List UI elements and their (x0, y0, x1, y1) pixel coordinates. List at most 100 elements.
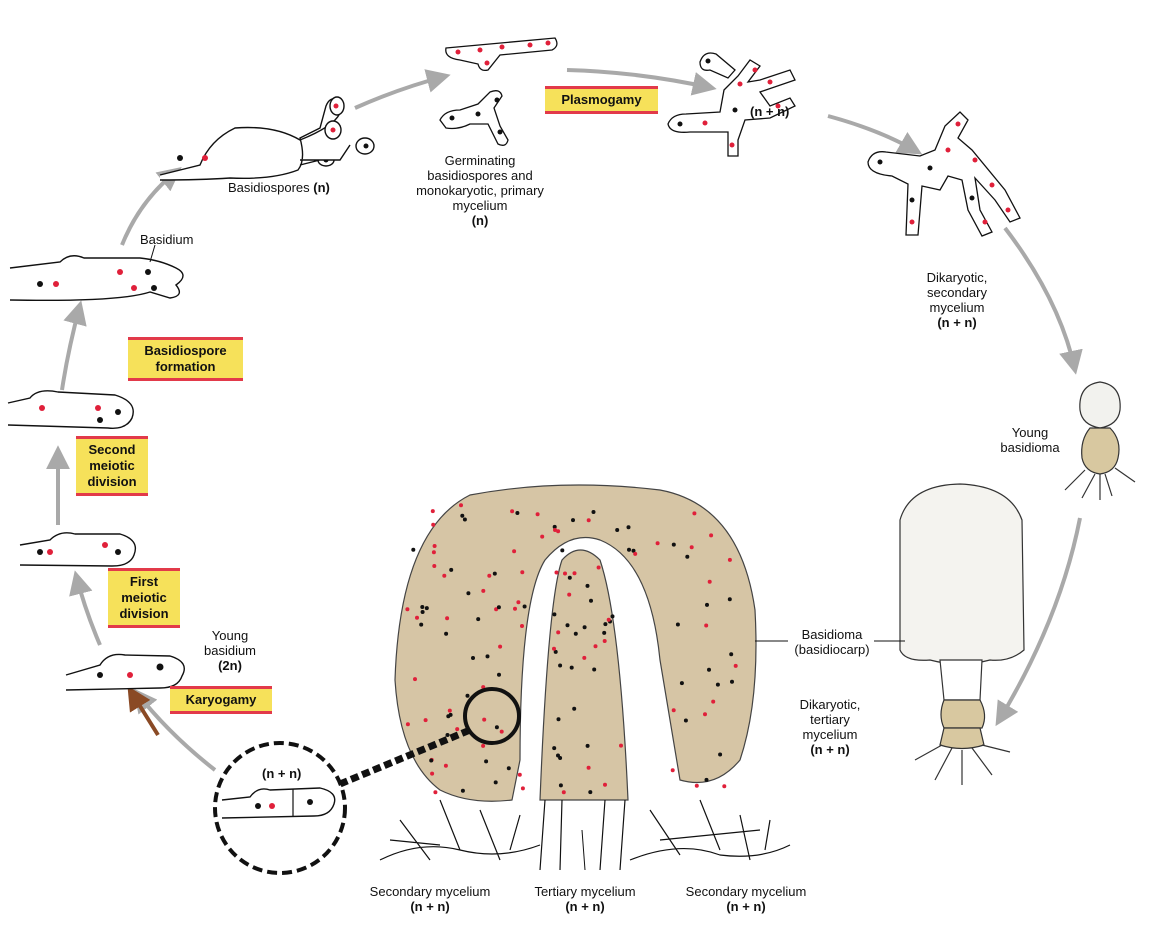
nucleus-dot (563, 571, 567, 576)
nucleus-dot (685, 554, 690, 559)
basidiospores-text: Basidiospores (228, 180, 310, 195)
nucleus-dot (460, 788, 465, 793)
nucleus-dot (493, 780, 498, 785)
nucleus-dot (567, 592, 572, 597)
nucleus-dot (709, 533, 714, 538)
nucleus-dot (582, 655, 587, 660)
nucleus-dot (718, 752, 723, 757)
nucleus-dot (586, 765, 591, 770)
nucleus-dot (433, 790, 438, 795)
dikaryotic-secondary-line-3: mycelium (929, 300, 985, 315)
nucleus-dot (455, 727, 460, 732)
stage-second-line-1: Second (88, 442, 136, 457)
nucleus-dot (481, 588, 486, 593)
nucleus-dot (431, 550, 436, 555)
nucleus-dot (603, 782, 607, 787)
basidiospores-cell (159, 96, 375, 181)
nucleus-dot (520, 570, 525, 575)
nucleus-dot (571, 518, 575, 523)
nucleus-dot (471, 656, 475, 660)
magnification-inset (213, 687, 521, 875)
arrow-spores-to-germinating (354, 69, 451, 110)
nucleus-dot (445, 616, 450, 621)
label-tertiary-mycelium: Tertiary mycelium (n + n) (520, 884, 650, 914)
nucleus-dot (558, 783, 563, 788)
nucleus-dot (573, 631, 578, 636)
nucleus-dot (602, 630, 607, 635)
nucleus-dot (415, 615, 419, 620)
nucleus-dot (603, 622, 608, 627)
nucleus-dot (556, 753, 560, 758)
nucleus-dot (443, 763, 448, 768)
nucleus-dot (512, 549, 517, 554)
nucleus-dot (498, 644, 503, 649)
nucleus-dot (554, 570, 559, 575)
nucleus-dot (556, 630, 561, 635)
nucleus-dot (510, 509, 515, 514)
nucleus-dot (405, 607, 410, 612)
nucleus-dot (459, 503, 463, 508)
nucleus-dot (516, 600, 521, 605)
nucleus-dot (610, 614, 615, 619)
nucleus-dot (733, 663, 738, 668)
arrow-young-basidium-to-first (69, 570, 102, 646)
stage-second-meiotic-division: Second meiotic division (76, 436, 148, 496)
nucleus-dot (448, 712, 453, 717)
nucleus-dot (560, 548, 565, 553)
nucleus-dot (592, 667, 597, 672)
tertiary-text: Tertiary mycelium (534, 884, 636, 899)
nucleus-dot (692, 511, 697, 516)
nucleus-dot (481, 743, 486, 748)
nucleus-dot (432, 564, 437, 568)
plasmogamy-hyphae (667, 52, 796, 157)
arrow-secondary-to-young-basidioma (1003, 226, 1083, 375)
nucleus-dot (515, 511, 520, 515)
label-basidioma: Basidioma (basidiocarp) (782, 627, 882, 657)
nucleus-dot (561, 790, 566, 795)
nucleus-dot (703, 712, 707, 717)
nucleus-dot (727, 597, 732, 602)
nucleus-dot (569, 665, 574, 670)
nucleus-dot (704, 623, 709, 628)
label-plasmogamy-ploidy: (n + n) (750, 104, 789, 119)
nucleus-dot (675, 622, 680, 627)
label-basidium: Basidium (140, 232, 193, 247)
stage-formation-line-2: formation (155, 359, 216, 374)
dikaryotic-secondary-line-2: secondary (927, 285, 987, 300)
nucleus-dot (615, 528, 620, 532)
basidium-second-division (7, 390, 134, 429)
nucleus-dot (689, 545, 694, 550)
stage-formation-line-1: Basidiospore (144, 343, 227, 358)
nucleus-dot (449, 567, 454, 572)
nucleus-dot (715, 682, 720, 687)
nucleus-dot (553, 528, 557, 532)
monokaryotic-hyphae (439, 37, 558, 146)
nucleus-dot (411, 547, 416, 552)
nucleus-dot (582, 625, 587, 630)
germinating-line-1: Germinating (444, 153, 516, 168)
secondary-left-text: Secondary mycelium (369, 884, 491, 899)
dikaryotic-tertiary-line-2: tertiary (810, 712, 850, 727)
stage-first-line-1: First (129, 574, 159, 589)
nucleus-dot (602, 639, 607, 643)
nucleus-dot (705, 602, 709, 607)
nucleus-dot (552, 746, 557, 751)
plasmogamy-ploidy: (n + n) (750, 104, 790, 119)
nucleus-dot (552, 524, 557, 529)
nucleus-dot (558, 663, 563, 668)
stage-second-line-3: division (87, 474, 137, 489)
nucleus-dot (447, 708, 452, 713)
secondary-right-ploidy: (n + n) (726, 899, 766, 914)
label-inset-ploidy: (n + n) (262, 766, 301, 781)
nucleus-dot (679, 681, 684, 686)
nucleus-dot (506, 766, 511, 771)
arrow-plasmogamy-to-secondary (827, 114, 923, 155)
basidium-text: Basidium (140, 232, 194, 247)
nucleus-dot (497, 672, 501, 677)
nucleus-dot (482, 717, 487, 722)
nucleus-dot (586, 518, 591, 523)
young-basidium-line-1: Young (211, 628, 249, 643)
stage-plasmogamy: Plasmogamy (545, 86, 658, 114)
nucleus-dot (413, 677, 417, 682)
